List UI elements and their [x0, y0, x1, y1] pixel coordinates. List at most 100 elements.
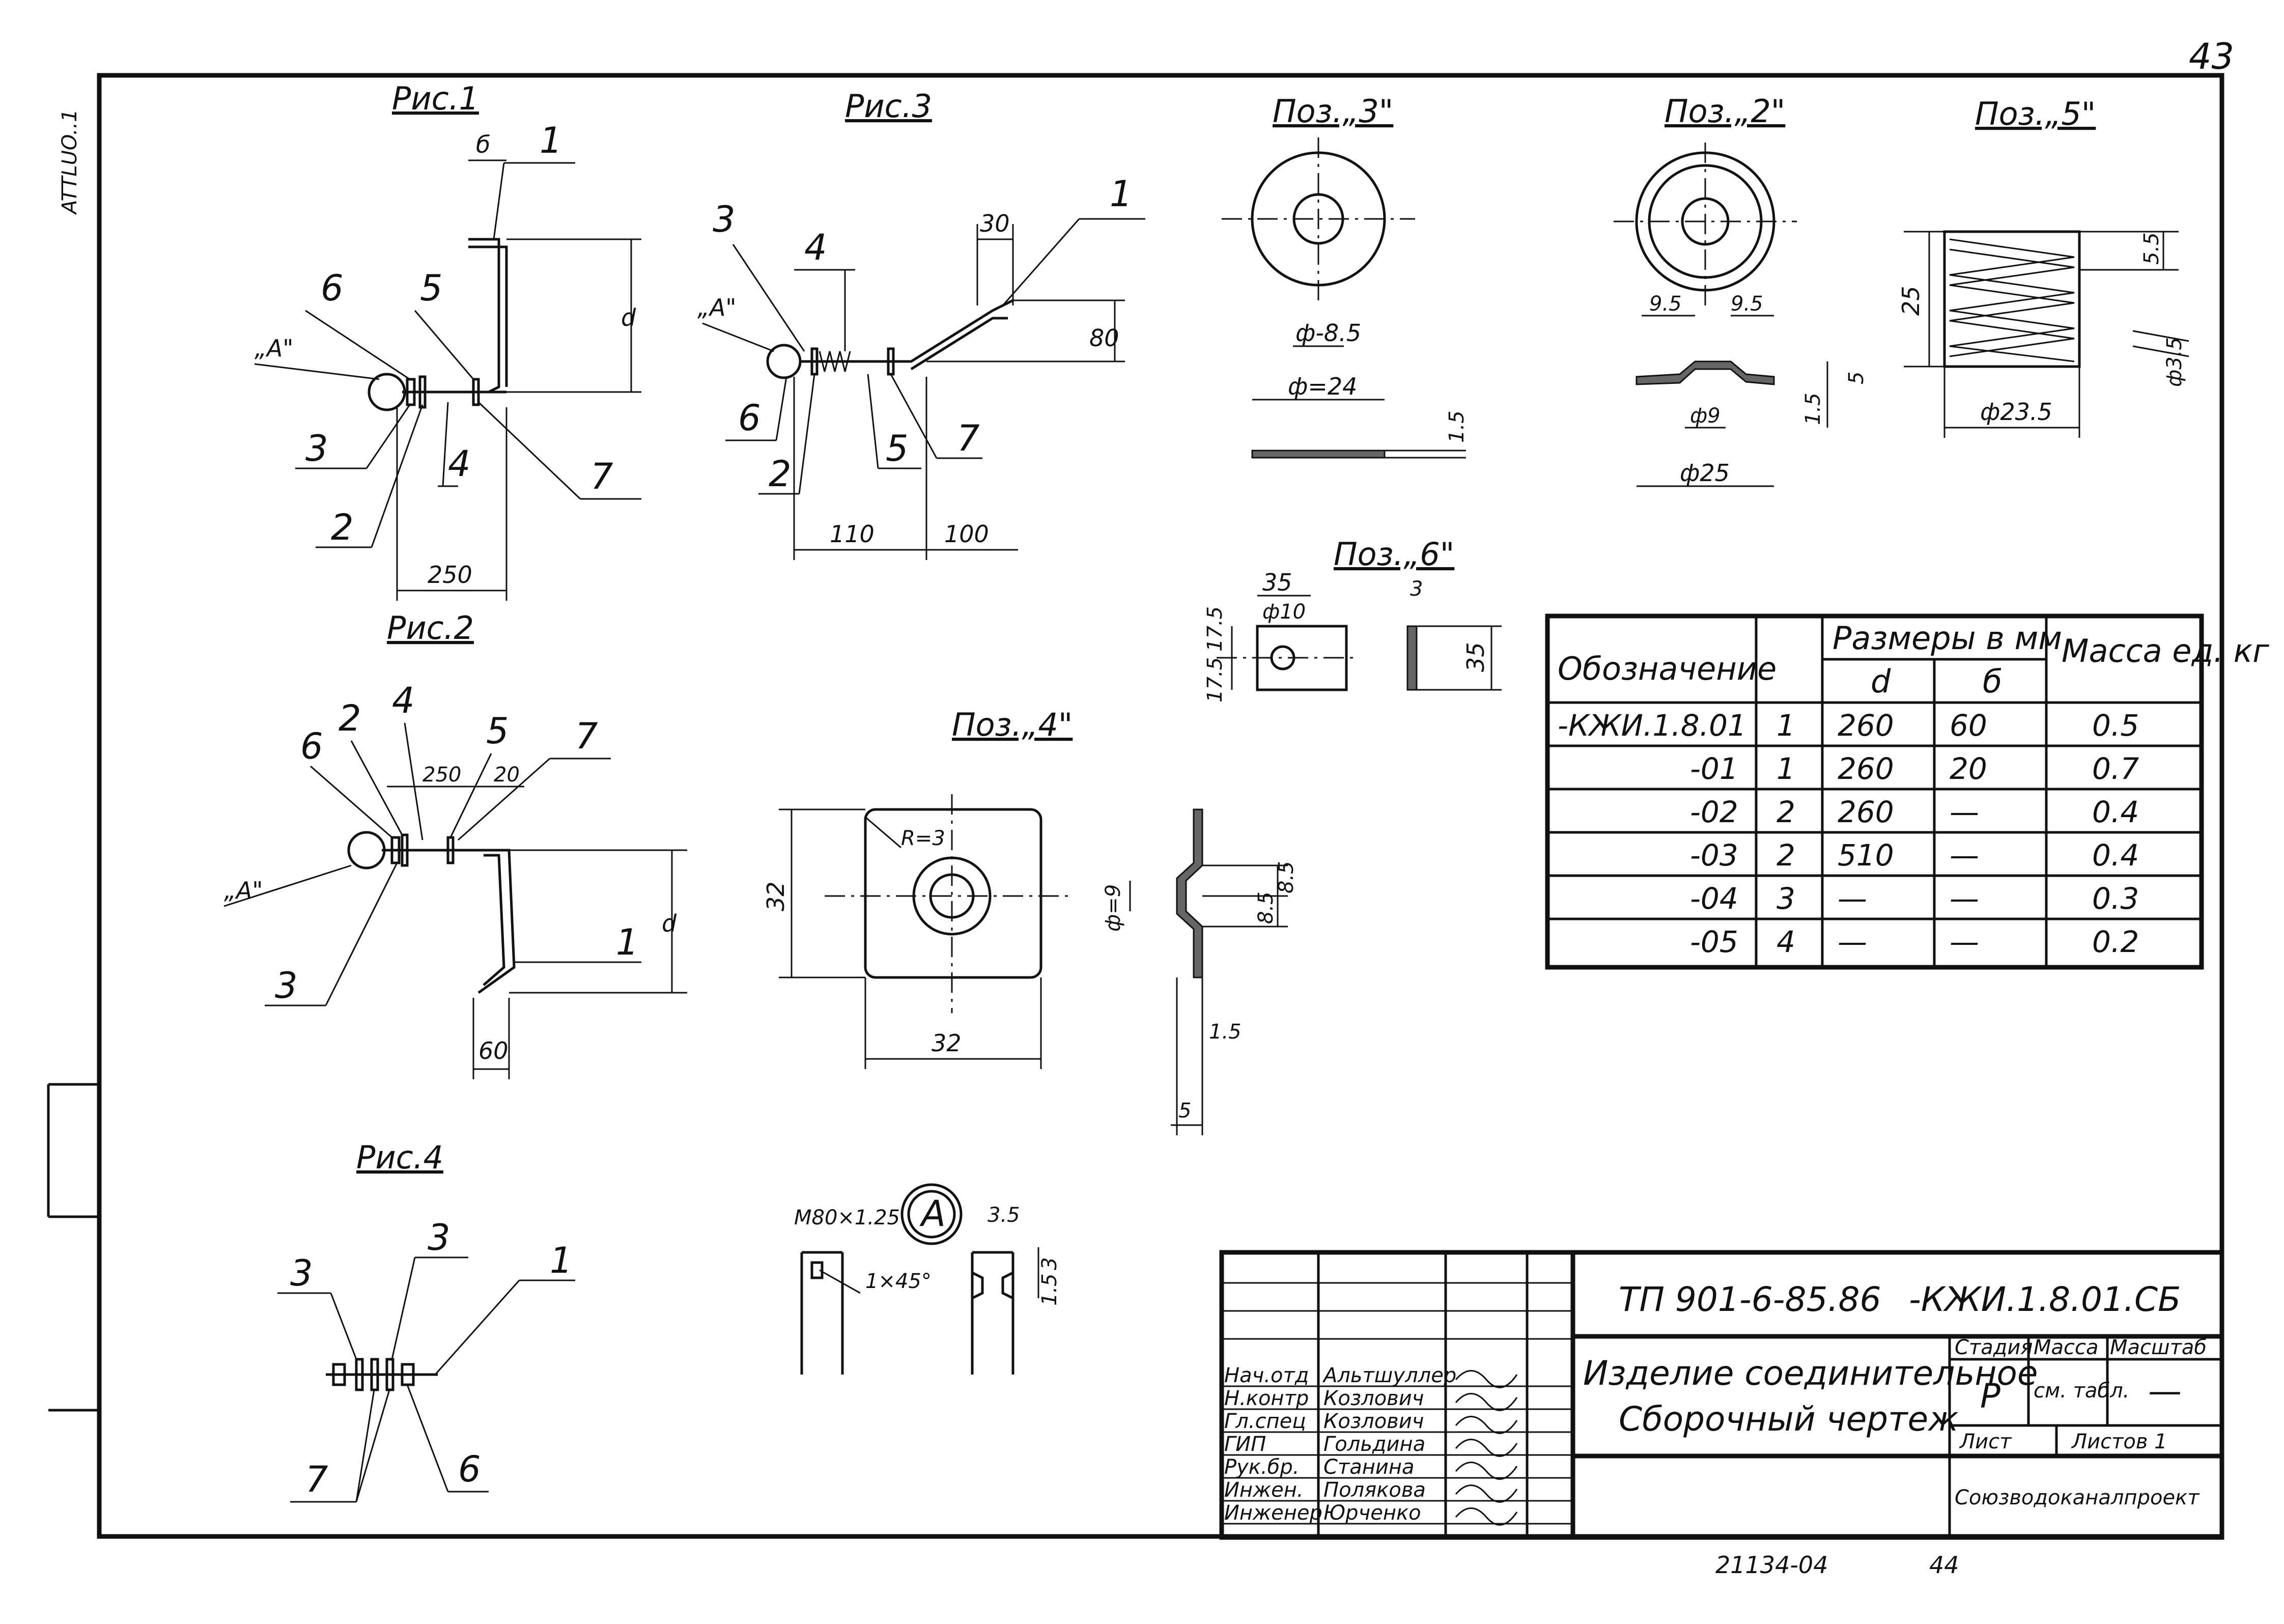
- bolt-groove: [971, 1271, 1014, 1300]
- dim-hole: ф10: [1262, 600, 1306, 624]
- pos-label: 6: [458, 1448, 481, 1490]
- leader: [449, 753, 492, 838]
- leader: [867, 374, 879, 469]
- dim-100: 100: [944, 520, 989, 548]
- sheet-frame: [97, 73, 2224, 1539]
- table-cell: 0.4: [2092, 795, 2139, 829]
- dim-d: d: [621, 304, 636, 331]
- tb-person: Козлович: [1323, 1410, 1424, 1433]
- sheet-corner-number: 43: [2189, 36, 2234, 77]
- th-d: d: [1871, 663, 1891, 700]
- dim-25: 25: [1897, 286, 1925, 316]
- table-cell: 4: [1777, 925, 1795, 959]
- spring-coils: [1949, 248, 2075, 357]
- pos-label: 6: [738, 397, 761, 439]
- pos-label: 3: [305, 428, 328, 469]
- table-cell: 60: [1950, 708, 1987, 743]
- figure-ris4: Рис.4 3 3 1 7 6: [277, 1139, 575, 1503]
- doc-name-line1: Изделие соединительное: [1583, 1354, 2038, 1393]
- callout-A: „А": [697, 294, 736, 321]
- pos-label: 6: [300, 725, 323, 767]
- bolt-head: [810, 1261, 824, 1279]
- signature-icon: [1455, 1416, 1518, 1434]
- dim-1.5: 1.5: [1038, 1273, 1061, 1306]
- archive-number: 21134-04: [1715, 1551, 1828, 1579]
- plate: [864, 808, 1042, 979]
- spec-table: Обозначение Размеры в мм d б Масса ед. к…: [1545, 613, 2269, 970]
- dim-outer: ф25: [1680, 459, 1730, 487]
- pos-label: 3: [275, 965, 298, 1006]
- bracket-outline: [468, 245, 508, 387]
- dim-d: d: [662, 910, 677, 937]
- detail-poz6: Поз.„6" 35 ф10 3 35 17.5 17.5: [1203, 536, 1502, 703]
- tb-role: ГИП: [1224, 1433, 1266, 1456]
- washer: [418, 375, 427, 409]
- figure-ris2: Рис.2 d 60 250 20 „А" 2 4 6 5 7 1 3: [223, 609, 687, 1079]
- detail-poz4: Поз.„4" R=3 32 32 ф=9 8.5 8.5 1.5 5: [762, 706, 1298, 1135]
- stage-value: Р: [1980, 1377, 2000, 1416]
- table-cell: —: [1950, 795, 1979, 829]
- leader: [890, 374, 938, 459]
- table-cell: -02: [1690, 795, 1738, 829]
- leader: [223, 864, 352, 907]
- dim-60: 60: [478, 1037, 509, 1065]
- bracket-outline: [483, 854, 505, 986]
- dim-250: 250: [428, 561, 472, 589]
- table-cell: 260: [1838, 795, 1894, 829]
- leader: [254, 363, 380, 380]
- dim-9.5-left: 9.5: [1649, 292, 1682, 316]
- pos-label: 2: [339, 697, 361, 739]
- dim-thickness: 1.5: [1209, 1020, 1242, 1044]
- dim-35-top: 35: [1262, 569, 1292, 596]
- dim-17.5-a: 17.5: [1203, 606, 1227, 652]
- pos-label: 1: [616, 921, 639, 963]
- table-cell: —: [1950, 838, 1979, 873]
- dim-radius: R=3: [901, 827, 945, 850]
- plate-section: [1406, 625, 1418, 691]
- title-block: ТП 901-6-85.86 -КЖИ.1.8.01.СБ Изделие со…: [1219, 1250, 2224, 1540]
- washer: [370, 1358, 379, 1391]
- pos-label: 3: [290, 1252, 313, 1294]
- pos-label: 4: [392, 680, 415, 721]
- bracket-outline: [910, 317, 1008, 371]
- table-cell: —: [1950, 881, 1979, 916]
- pos-label: 7: [575, 715, 598, 757]
- doc-code: ТП 901-6-85.86: [1619, 1280, 1881, 1319]
- leader: [865, 816, 901, 849]
- pos-label: 2: [331, 507, 354, 548]
- thread-label: M80×1.25: [794, 1206, 900, 1229]
- signature-icon: [1455, 1393, 1518, 1411]
- bracket-outline: [799, 299, 1014, 363]
- tb-person: Полякова: [1323, 1478, 1426, 1502]
- leader: [819, 1269, 861, 1294]
- organization: Союзводоканалпроект: [1955, 1486, 2200, 1509]
- detail-title: Поз.„2": [1665, 93, 1785, 130]
- doc-suffix: -КЖИ.1.8.01.СБ: [1909, 1280, 2181, 1319]
- leader: [355, 1389, 375, 1502]
- tb-role: Инженер: [1224, 1501, 1322, 1525]
- spring-coils: [1949, 238, 2075, 362]
- pos-label: 1: [540, 120, 562, 161]
- table-cell: -03: [1690, 838, 1738, 873]
- table-cell: 0.4: [2092, 838, 2139, 873]
- leader: [775, 376, 787, 441]
- figure-title: Рис.1: [392, 80, 479, 117]
- dim-3.5: 3.5: [988, 1203, 1020, 1227]
- detail-title: Поз.„5": [1975, 95, 2096, 132]
- th-designation: Обозначение: [1558, 650, 1777, 687]
- dim-hole: ф=9: [1102, 884, 1125, 932]
- sheet-label: Лист: [1959, 1430, 2012, 1453]
- tb-role: Нач.отд: [1224, 1364, 1309, 1387]
- dim-35-right: 35: [1462, 642, 1489, 672]
- detail-poz3: Поз.„3" ф-8.5 ф=24 1.5: [1222, 93, 1469, 459]
- table-cell: 510: [1838, 838, 1894, 873]
- title-block-outline: [1219, 1250, 2224, 1540]
- tb-role: Н.контр: [1224, 1387, 1309, 1410]
- detail-poz2: Поз.„2" 9.5 9.5 ф9 ф25 5 1.5: [1614, 93, 1868, 487]
- dim-diameter: ф23.5: [1980, 398, 2052, 426]
- dim-line: [2132, 345, 2189, 357]
- dim-17.5-b: 17.5: [1203, 657, 1227, 703]
- detail-title: Поз.„4": [952, 706, 1073, 743]
- th-mass: Масса ед. кг: [2062, 632, 2269, 669]
